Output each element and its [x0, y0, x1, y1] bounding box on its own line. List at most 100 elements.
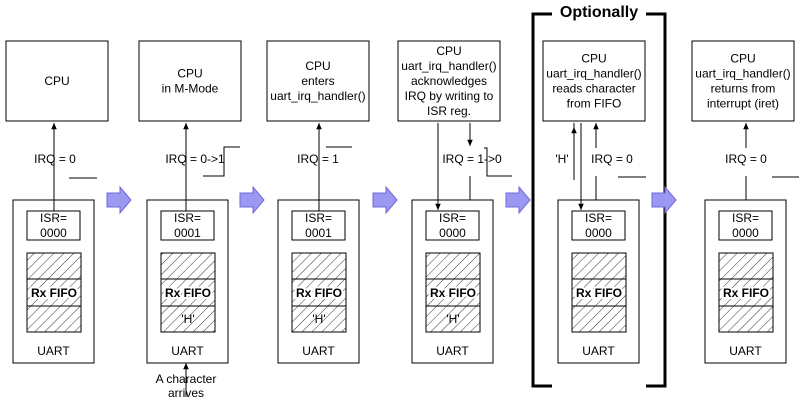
rx-fifo: Rx FIFO: [26, 252, 82, 333]
isr-register: [291, 210, 346, 241]
uart-label: UART: [37, 344, 70, 358]
cpu-box: [542, 40, 646, 122]
isr-register: [571, 210, 626, 241]
irq-label: IRQ = 0: [591, 152, 633, 166]
cpu-label: from FIFO: [567, 97, 622, 111]
isr-register: [160, 210, 215, 241]
fifo-character: 'H': [181, 312, 194, 326]
isr-register: [718, 210, 773, 241]
fifo-slot: [571, 278, 627, 307]
next-step-arrow: [505, 185, 531, 215]
cpu-label: uart_irq_handler(): [401, 59, 496, 73]
irq-label: IRQ = 0->1: [165, 152, 225, 166]
fifo-slot: [291, 305, 347, 333]
optional-label: Optionally: [560, 4, 638, 21]
fifo-slot: [718, 305, 774, 333]
isr-label: ISR=: [439, 211, 466, 225]
isr-label: ISR=: [305, 211, 332, 225]
read-character-label: 'H': [555, 152, 568, 166]
cpu-label: CPU: [177, 67, 202, 81]
irq-label: IRQ = 0: [725, 152, 767, 166]
fifo-character: 'H': [312, 312, 325, 326]
fifo-label: Rx FIFO: [576, 286, 622, 300]
isr-register: [26, 210, 81, 241]
isr-value: 0000: [40, 226, 67, 240]
cpu-label: CPU: [44, 74, 69, 88]
cpu-label: IRQ by writing to: [405, 89, 494, 103]
rx-fifo: Rx FIFO: [718, 252, 774, 333]
fifo-label: Rx FIFO: [430, 286, 476, 300]
optional-bracket: Optionally: [531, 4, 667, 388]
fifo-slot: [718, 278, 774, 307]
isr-value: 0001: [305, 226, 332, 240]
isr-value: 0001: [174, 226, 201, 240]
rx-fifo: Rx FIFO: [571, 252, 627, 333]
fifo-character: 'H': [446, 312, 459, 326]
fifo-label: Rx FIFO: [165, 286, 211, 300]
cpu-label: returns from: [711, 82, 776, 96]
cpu-label: interrupt (iret): [707, 97, 779, 111]
irq-signal-rising: [203, 146, 240, 177]
cpu-label: CPU: [730, 52, 755, 66]
isr-value: 0000: [732, 226, 759, 240]
cpu-label: uart_irq_handler(): [695, 67, 790, 81]
isr-register: [425, 210, 480, 241]
cpu-label: acknowledges: [411, 74, 487, 88]
character-arrives-label: A character: [156, 372, 217, 386]
cpu-box: [266, 40, 370, 122]
next-step-arrow: [372, 185, 398, 215]
next-step-arrow: [239, 185, 265, 215]
irq-label: IRQ = 0: [34, 152, 76, 166]
cpu-box: [5, 40, 109, 122]
cpu-box: [691, 40, 795, 122]
isr-value: 0000: [439, 226, 466, 240]
cpu-label: uart_irq_handler(): [270, 89, 365, 103]
cpu-label: uart_irq_handler(): [546, 67, 641, 81]
cpu-label: CPU: [581, 52, 606, 66]
rx-fifo: Rx FIFO: [291, 252, 347, 333]
irq-label: IRQ = 1: [297, 152, 339, 166]
fifo-slot: [26, 278, 82, 307]
fifo-label: Rx FIFO: [723, 286, 769, 300]
cpu-box: [138, 40, 242, 122]
cpu-label: CPU: [436, 44, 461, 58]
fifo-slot: [718, 252, 774, 280]
fifo-slot: [26, 252, 82, 280]
uart-label: UART: [171, 344, 204, 358]
next-step-arrow: [106, 185, 132, 215]
fifo-slot: [425, 278, 481, 307]
fifo-slot: [571, 305, 627, 333]
cpu-box: [397, 40, 501, 122]
isr-label: ISR=: [40, 211, 67, 225]
cpu-label: ISR reg.: [427, 104, 471, 118]
fifo-slot: [160, 278, 216, 307]
stage-1: CPU ISR=0000 Rx FIFO UART IRQ = 0: [5, 40, 109, 364]
fifo-label: Rx FIFO: [296, 286, 342, 300]
cpu-label: enters: [301, 74, 334, 88]
cpu-label: reads character: [552, 82, 635, 96]
fifo-slot: [425, 305, 481, 333]
uart-label: UART: [729, 344, 762, 358]
character-arrives-label: arrives: [168, 386, 204, 400]
fifo-label: Rx FIFO: [31, 286, 77, 300]
fifo-slot: [160, 305, 216, 333]
isr-label: ISR=: [732, 211, 759, 225]
uart-label: UART: [436, 344, 469, 358]
fifo-slot: [26, 305, 82, 333]
uart-label: UART: [582, 344, 615, 358]
rx-fifo: Rx FIFO: [425, 252, 481, 333]
isr-value: 0000: [585, 226, 612, 240]
fifo-slot: [160, 252, 216, 280]
fifo-slot: [291, 252, 347, 280]
uart-label: UART: [302, 344, 335, 358]
next-step-arrow: [651, 185, 677, 215]
cpu-label: in M-Mode: [162, 82, 219, 96]
